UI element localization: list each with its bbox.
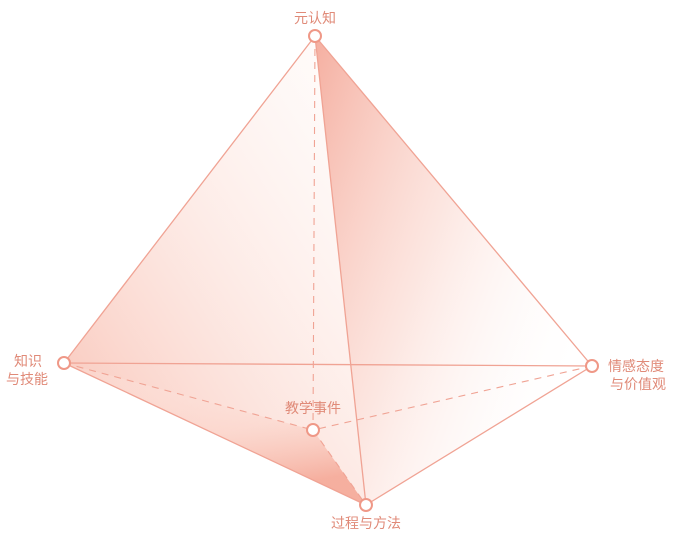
label-right-line2: 与价值观 (610, 377, 666, 393)
edge-left-center (63, 362, 314, 431)
vertex-right-marker (585, 359, 599, 373)
vertex-bottom-marker (359, 498, 373, 512)
vertex-top-marker (308, 29, 322, 43)
edge-left-bottom (63, 362, 367, 506)
edge-center-bottom (312, 429, 367, 506)
edge-top-center (312, 35, 316, 431)
label-center: 教学事件 (285, 401, 341, 417)
vertex-center-marker (306, 423, 320, 437)
edge-right-bottom (365, 365, 593, 506)
label-bottom: 过程与方法 (331, 516, 401, 532)
vertex-left-marker (57, 356, 71, 370)
edge-left-right (63, 362, 593, 367)
face-right (315, 36, 592, 505)
edge-right-center (312, 365, 593, 431)
label-left-line1: 知识 (14, 353, 42, 370)
label-right-line1: 情感态度 (608, 358, 664, 375)
label-top: 元认知 (294, 10, 336, 27)
edge-top-bottom (314, 35, 367, 506)
label-left-line2: 与技能 (6, 372, 48, 388)
edge-top-right (314, 35, 593, 367)
edge-top-left (63, 35, 316, 364)
